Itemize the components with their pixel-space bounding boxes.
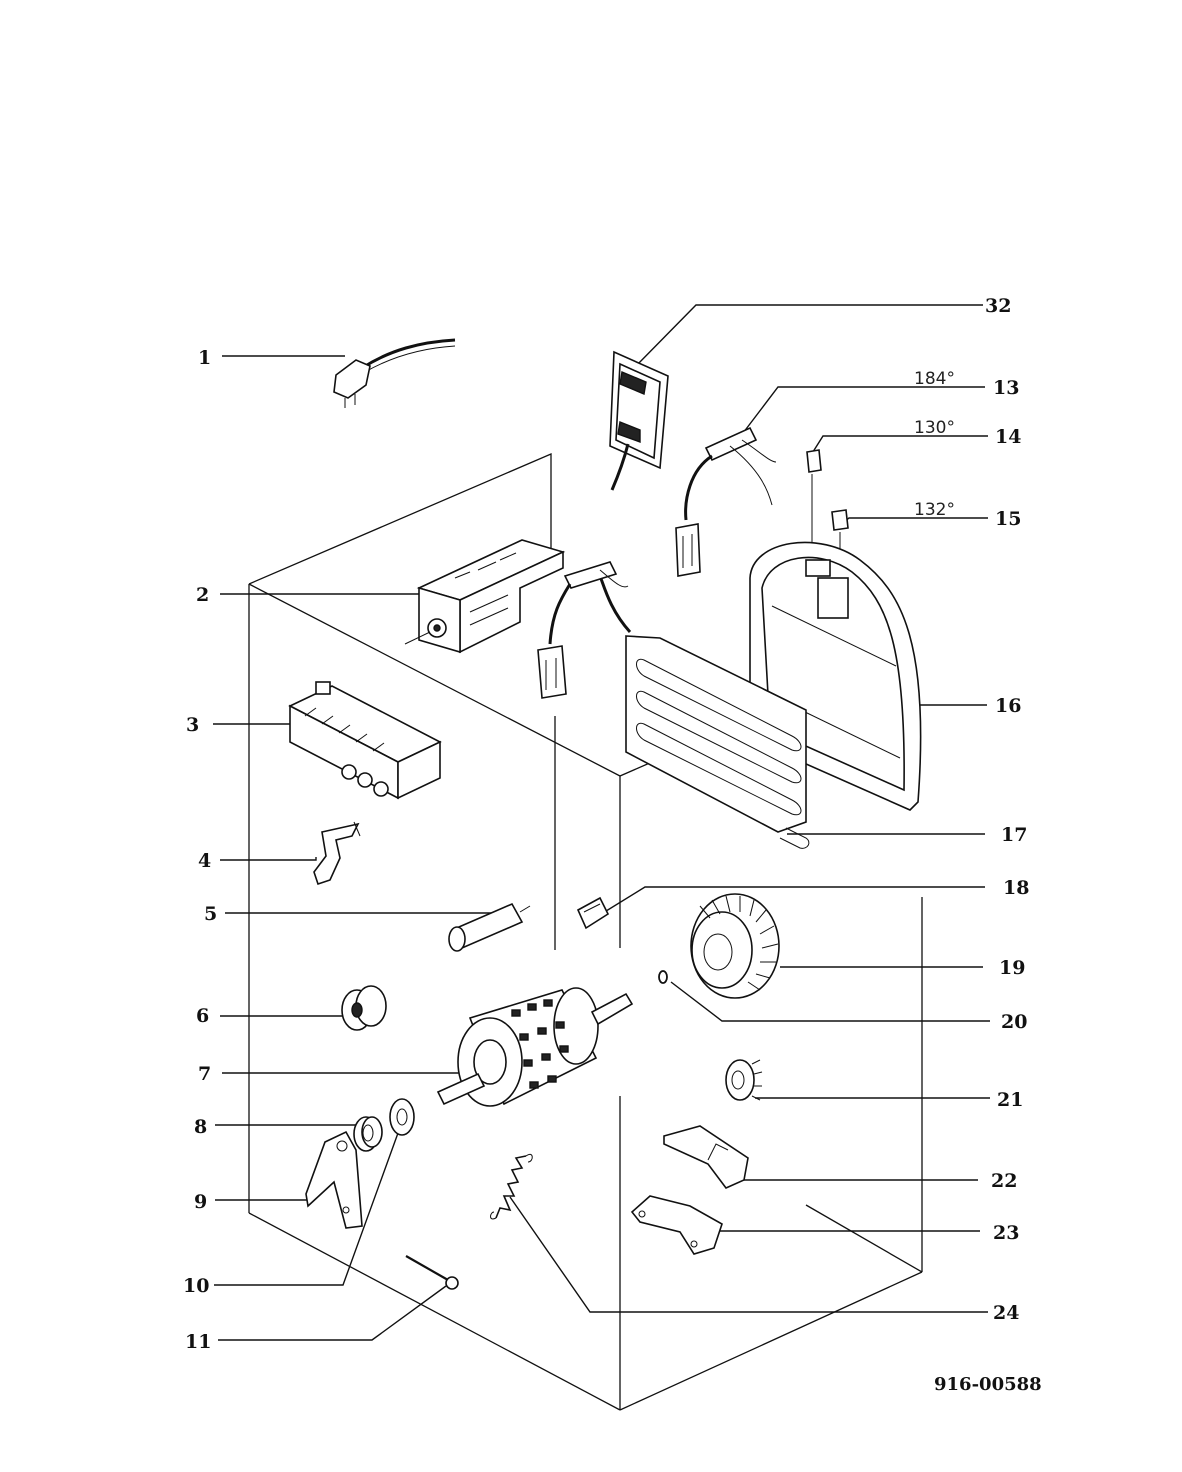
callout-15: 15 [995,508,1021,530]
screw [405,1255,459,1290]
thermostat-184 [675,426,777,577]
callout-22: 22 [991,1170,1017,1192]
capacitor [448,902,531,952]
electronic-module [609,350,669,491]
tension-spring [490,1153,533,1220]
fuse-holder [576,896,610,930]
callout-8: 8 [194,1116,207,1138]
thermostat-130 [806,449,822,552]
motor-support [305,1130,363,1229]
temp-label-15: 132° [914,500,955,520]
gear [725,1059,763,1101]
timer-programmer [404,539,566,654]
document-number: 916-00588 [934,1374,1042,1395]
callout-6: 6 [196,1005,209,1027]
fan-wheel [690,893,780,999]
heating-element [537,561,810,849]
temperature-labels: 184° 130° 132° [914,369,955,520]
callout-16: 16 [995,695,1021,717]
callout-5: 5 [204,903,217,925]
callout-3: 3 [186,714,199,736]
callout-18: 18 [1003,877,1029,899]
callout-14: 14 [995,426,1021,448]
callout-19: 19 [999,957,1025,979]
callout-24: 24 [993,1302,1019,1324]
tensioner-block [663,1125,749,1189]
temp-label-14: 130° [914,418,955,438]
callout-labels: 1 2 3 4 5 6 7 8 9 10 11 13 14 15 16 17 1… [183,295,1029,1353]
callout-2: 2 [196,584,209,606]
callout-4: 4 [198,850,211,872]
callout-23: 23 [993,1222,1019,1244]
callout-10: 10 [183,1275,209,1297]
bracket [313,821,361,886]
callout-13: 13 [993,377,1019,399]
motor [436,987,634,1107]
leader-lines [213,304,990,1341]
pulley [341,985,387,1031]
bearing [353,1116,383,1152]
mains-cable-plug [333,338,456,408]
callout-1: 1 [198,347,211,369]
callout-7: 7 [198,1063,211,1085]
callout-17: 17 [1001,824,1027,846]
tension-arm [630,1195,723,1255]
washer [389,1098,415,1136]
cabinet-outline [248,453,923,1411]
callout-21: 21 [997,1089,1023,1111]
callout-20: 20 [1001,1011,1027,1033]
callout-9: 9 [194,1191,207,1213]
callout-32: 32 [985,295,1011,317]
temp-label-13: 184° [914,369,955,389]
switch-bank [288,681,442,800]
callout-11: 11 [185,1331,211,1353]
circlip [658,970,668,984]
